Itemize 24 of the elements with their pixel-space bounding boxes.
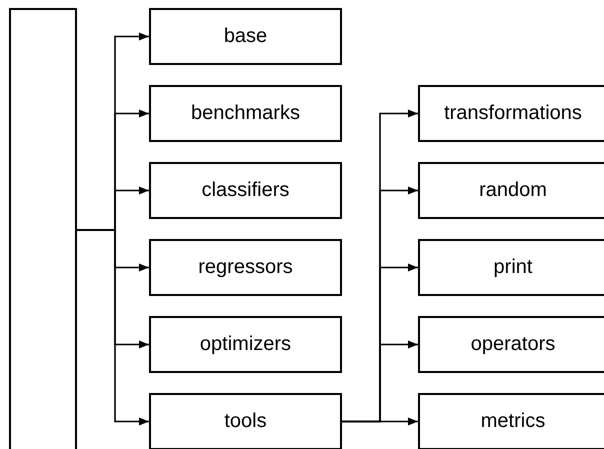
- module-box: [149, 85, 342, 142]
- module-box: [418, 85, 604, 142]
- module-box: [418, 239, 604, 296]
- module-label: operators: [470, 333, 556, 356]
- package-box: [9, 8, 77, 449]
- module-box: [149, 162, 342, 219]
- module-box: [149, 316, 342, 373]
- module-label: benchmarks: [191, 102, 300, 125]
- module-box: [149, 239, 342, 296]
- module-label: random: [479, 179, 547, 202]
- module-label: print: [494, 256, 532, 279]
- module-box: [149, 8, 342, 65]
- module-label: base: [224, 25, 268, 48]
- module-box: [418, 316, 604, 373]
- module-box: [418, 162, 604, 219]
- module-box: [149, 393, 342, 449]
- module-label: regressors: [198, 256, 293, 279]
- module-label: metrics: [480, 410, 546, 433]
- module-label: transformations: [444, 102, 582, 125]
- arrow: [342, 418, 418, 426]
- module-label: optimizers: [200, 333, 292, 356]
- module-label: classifiers: [202, 179, 290, 202]
- module-label: tools: [224, 410, 267, 433]
- module-box: [418, 393, 604, 449]
